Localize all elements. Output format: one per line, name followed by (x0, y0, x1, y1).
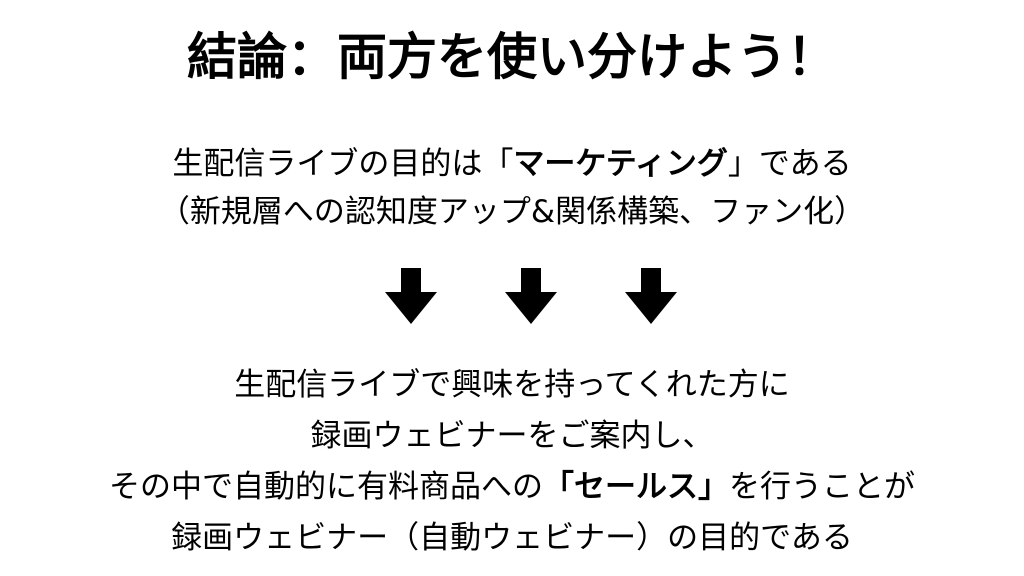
conclusion-line-2: 録画ウェビナーをご案内し、 (310, 418, 714, 454)
down-arrow-icon-svg (505, 268, 557, 324)
conclusion-line-3-prefix: その中で自動的に有料商品への (109, 469, 543, 505)
down-arrows (0, 268, 1024, 324)
conclusion-line-3-suffix: を行うことが (729, 469, 915, 505)
down-arrow-icon (625, 268, 677, 324)
down-arrow-icon-svg (625, 268, 677, 324)
conclusion-line-1: 生配信ライブで興味を持ってくれた方に (234, 367, 790, 403)
conclusion-line-4: 録画ウェビナー（自動ウェビナー）の目的である (171, 520, 853, 556)
down-arrow-icon (385, 268, 437, 324)
purpose-line-1-prefix: 生配信ライブの目的は「 (172, 146, 514, 182)
purpose-line-1: 生配信ライブの目的は「マーケティング」である (0, 140, 1024, 188)
down-arrow-icon (505, 268, 557, 324)
purpose-line-1-suffix: 」である (727, 146, 852, 182)
slide-title: 結論：両方を使い分けよう！ (187, 28, 837, 86)
down-arrow-icon-svg (385, 268, 437, 324)
conclusion-statement: 生配信ライブで興味を持ってくれた方に 録画ウェビナーをご案内し、 その中で自動的… (0, 360, 1024, 564)
conclusion-line-3: その中で自動的に有料商品への「セールス」を行うことが (0, 462, 1024, 513)
conclusion-keyword-sales: 「セールス」 (543, 469, 729, 505)
purpose-keyword-marketing: マーケティング (513, 146, 728, 182)
purpose-line-2: （新規層への認知度アップ&関係構築、ファン化） (158, 194, 866, 230)
purpose-statement: 生配信ライブの目的は「マーケティング」である （新規層への認知度アップ&関係構築… (0, 140, 1024, 236)
